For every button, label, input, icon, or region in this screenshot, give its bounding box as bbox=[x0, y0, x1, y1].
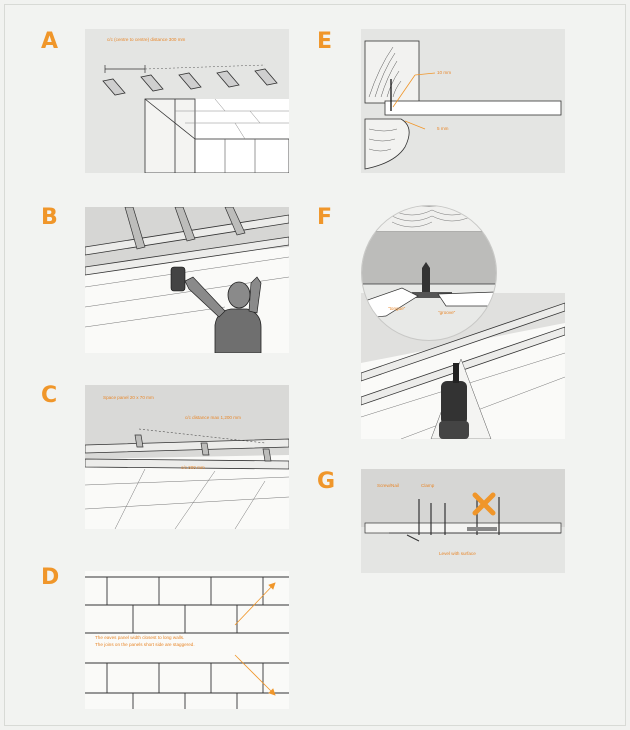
step-c-note-1: Space panel 20 x 70 mm bbox=[103, 395, 154, 400]
step-c-note-3: c/c 300 mm bbox=[181, 465, 205, 470]
step-d-illustration: The eaves panel width closest to long wa… bbox=[85, 571, 289, 709]
step-d-note-2: The joins on the panels short side are s… bbox=[95, 642, 195, 647]
step-e-illustration: 10 mm 5 mm bbox=[361, 29, 565, 173]
step-g-illustration: Screw/Nail Clamp Level with surface bbox=[361, 469, 565, 573]
step-e-note-1: 10 mm bbox=[437, 70, 452, 75]
step-f-note-2: "groove" bbox=[438, 310, 456, 315]
step-f-detail-circle: "tongue" "groove" bbox=[361, 205, 497, 341]
instruction-sheet: A bbox=[4, 4, 626, 726]
step-d-letter: D bbox=[41, 565, 60, 590]
step-d-note-1: The eaves panel width closest to long wa… bbox=[95, 635, 185, 640]
step-g-note-2: Clamp bbox=[421, 483, 435, 488]
step-c-note-2: c/c distance max 1,200 mm bbox=[185, 415, 241, 420]
step-a-illustration: c/c (centre to centre) distance 300 mm bbox=[85, 29, 289, 173]
step-g-note-1: Screw/Nail bbox=[377, 483, 399, 488]
step-c-letter: C bbox=[41, 383, 58, 408]
step-b-letter: B bbox=[41, 205, 58, 230]
step-b-illustration bbox=[85, 207, 289, 353]
step-g-letter: G bbox=[317, 469, 336, 494]
step-f-letter: F bbox=[317, 205, 333, 230]
step-a-letter: A bbox=[41, 29, 59, 54]
step-e-letter: E bbox=[317, 29, 333, 54]
step-f-note-1: "tongue" bbox=[388, 306, 406, 311]
step-a-note: c/c (centre to centre) distance 300 mm bbox=[107, 37, 186, 42]
step-c-illustration: Space panel 20 x 70 mm c/c distance max … bbox=[85, 385, 289, 529]
step-e-note-2: 5 mm bbox=[437, 126, 449, 131]
step-g-note-3: Level with surface bbox=[439, 551, 476, 556]
